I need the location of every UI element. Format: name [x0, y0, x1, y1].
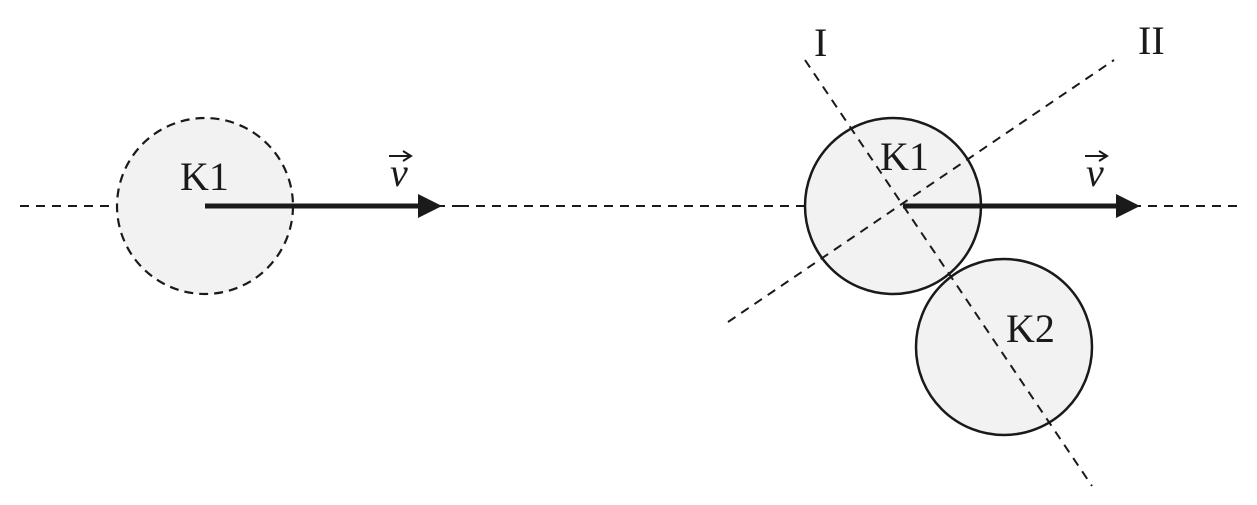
line-II-label: II: [1138, 18, 1165, 63]
velocity-arrowhead-before: [418, 194, 442, 218]
velocity-label-after: v: [1085, 150, 1109, 195]
velocity-arrowhead-after: [1116, 194, 1140, 218]
before-collision-scene: K1 v: [20, 116, 460, 296]
ball-k2-label: K2: [1006, 306, 1055, 351]
dashed-line-I: [804, 59, 1093, 487]
dashed-line-II: [727, 59, 1115, 323]
ball-k1-label-before: K1: [180, 154, 229, 199]
ball-k2: [914, 257, 1094, 437]
velocity-label-before: v: [389, 150, 413, 195]
vector-bar-tip-icon: [402, 150, 413, 162]
line-I-label: I: [814, 20, 827, 65]
ball-k1-label: K1: [880, 134, 929, 179]
after-collision-scene: K1 K2 I II v: [460, 18, 1240, 487]
vector-bar-tip-icon: [1098, 150, 1109, 162]
